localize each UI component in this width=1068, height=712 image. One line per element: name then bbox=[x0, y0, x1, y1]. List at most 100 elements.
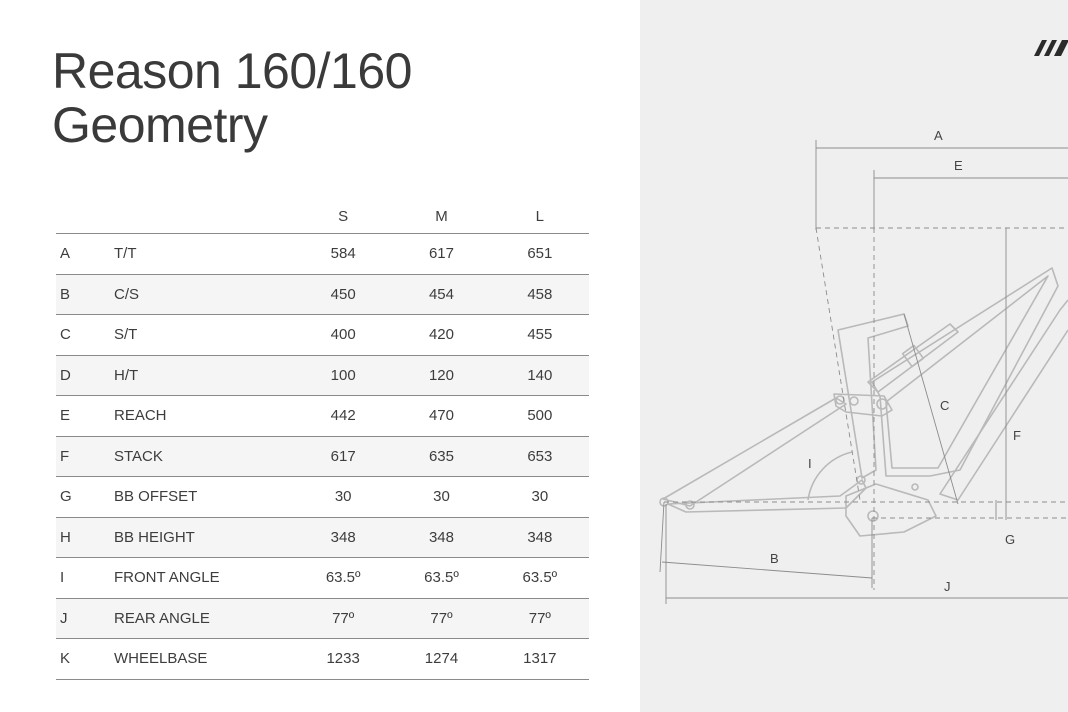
row-value-l: 458 bbox=[490, 274, 589, 315]
rocker-pivot-2 bbox=[849, 396, 859, 406]
row-name: REAR ANGLE bbox=[114, 598, 294, 639]
header-name bbox=[114, 200, 294, 234]
header-size-l: L bbox=[490, 200, 589, 234]
label-c: C bbox=[940, 398, 949, 413]
row-value-s: 348 bbox=[294, 517, 393, 558]
seat-stay bbox=[662, 397, 847, 507]
row-value-s: 1233 bbox=[294, 638, 393, 680]
row-code: A bbox=[56, 233, 114, 275]
row-value-l: 77º bbox=[490, 598, 589, 639]
row-name: STACK bbox=[114, 436, 294, 477]
label-f: F bbox=[1013, 428, 1021, 443]
row-value-m: 1274 bbox=[392, 638, 491, 680]
title-line-1: Reason 160/160 bbox=[52, 43, 412, 99]
row-value-s: 442 bbox=[294, 395, 393, 437]
bb-pivot bbox=[867, 510, 879, 522]
table-header-row: S M L bbox=[56, 200, 589, 234]
row-name: FRONT ANGLE bbox=[114, 557, 294, 599]
row-value-s: 77º bbox=[294, 598, 393, 639]
row-code: E bbox=[56, 395, 114, 437]
label-g: G bbox=[1005, 532, 1015, 547]
dropout-pivot bbox=[685, 500, 695, 510]
row-code: B bbox=[56, 274, 114, 315]
chain-stay bbox=[667, 479, 867, 513]
row-code: C bbox=[56, 314, 114, 356]
row-value-m: 30 bbox=[392, 476, 491, 518]
row-code: F bbox=[56, 436, 114, 477]
frame-bolt bbox=[911, 483, 919, 491]
row-value-l: 63.5º bbox=[490, 557, 589, 599]
label-a: A bbox=[934, 128, 943, 143]
row-name: H/T bbox=[114, 355, 294, 396]
bottom-bracket bbox=[845, 483, 937, 537]
row-value-l: 140 bbox=[490, 355, 589, 396]
row-value-m: 617 bbox=[392, 233, 491, 275]
row-value-l: 455 bbox=[490, 314, 589, 356]
row-value-s: 100 bbox=[294, 355, 393, 396]
row-name: S/T bbox=[114, 314, 294, 356]
row-code: K bbox=[56, 638, 114, 680]
row-value-m: 348 bbox=[392, 517, 491, 558]
label-e: E bbox=[954, 158, 963, 173]
down-tube bbox=[939, 299, 1068, 501]
frame-geometry-diagram: A E C F I B G J bbox=[659, 128, 1068, 604]
row-value-l: 1317 bbox=[490, 638, 589, 680]
row-value-m: 77º bbox=[392, 598, 491, 639]
frame-outline bbox=[659, 267, 1068, 537]
row-code: G bbox=[56, 476, 114, 518]
dim-line-b bbox=[661, 561, 873, 579]
row-value-l: 653 bbox=[490, 436, 589, 477]
dimension-labels: A E C F I B G J bbox=[770, 128, 1021, 594]
row-value-m: 420 bbox=[392, 314, 491, 356]
row-name: WHEELBASE bbox=[114, 638, 294, 680]
row-value-s: 584 bbox=[294, 233, 393, 275]
row-value-s: 63.5º bbox=[294, 557, 393, 599]
diagram-panel: A E C F I B G J bbox=[640, 0, 1068, 712]
row-name: C/S bbox=[114, 274, 294, 315]
row-name: BB HEIGHT bbox=[114, 517, 294, 558]
row-name: BB OFFSET bbox=[114, 476, 294, 518]
row-name: REACH bbox=[114, 395, 294, 437]
dimension-lines bbox=[659, 140, 1068, 604]
label-j: J bbox=[944, 579, 951, 594]
front-triangle bbox=[871, 267, 1059, 477]
dim-line-c bbox=[903, 313, 959, 505]
row-value-l: 30 bbox=[490, 476, 589, 518]
row-value-l: 651 bbox=[490, 233, 589, 275]
row-value-m: 63.5º bbox=[392, 557, 491, 599]
row-name: T/T bbox=[114, 233, 294, 275]
row-value-s: 450 bbox=[294, 274, 393, 315]
row-code: H bbox=[56, 517, 114, 558]
label-i: I bbox=[808, 456, 812, 471]
row-value-s: 30 bbox=[294, 476, 393, 518]
header-size-m: M bbox=[392, 200, 491, 234]
row-value-l: 348 bbox=[490, 517, 589, 558]
row-value-m: 120 bbox=[392, 355, 491, 396]
label-b: B bbox=[770, 551, 779, 566]
front-angle-arc bbox=[807, 451, 853, 501]
row-value-s: 400 bbox=[294, 314, 393, 356]
row-value-m: 470 bbox=[392, 395, 491, 437]
row-value-m: 635 bbox=[392, 436, 491, 477]
row-code: I bbox=[56, 557, 114, 599]
header-code bbox=[56, 200, 114, 234]
brand-logo-mark-icon bbox=[1034, 40, 1068, 56]
rocker-pivot-3 bbox=[876, 398, 888, 410]
title-line-2: Geometry bbox=[52, 97, 268, 153]
page-title: Reason 160/160 Geometry bbox=[52, 44, 412, 152]
dim-dash-seat bbox=[815, 227, 861, 501]
dim-tick-b bbox=[659, 501, 665, 573]
row-value-s: 617 bbox=[294, 436, 393, 477]
